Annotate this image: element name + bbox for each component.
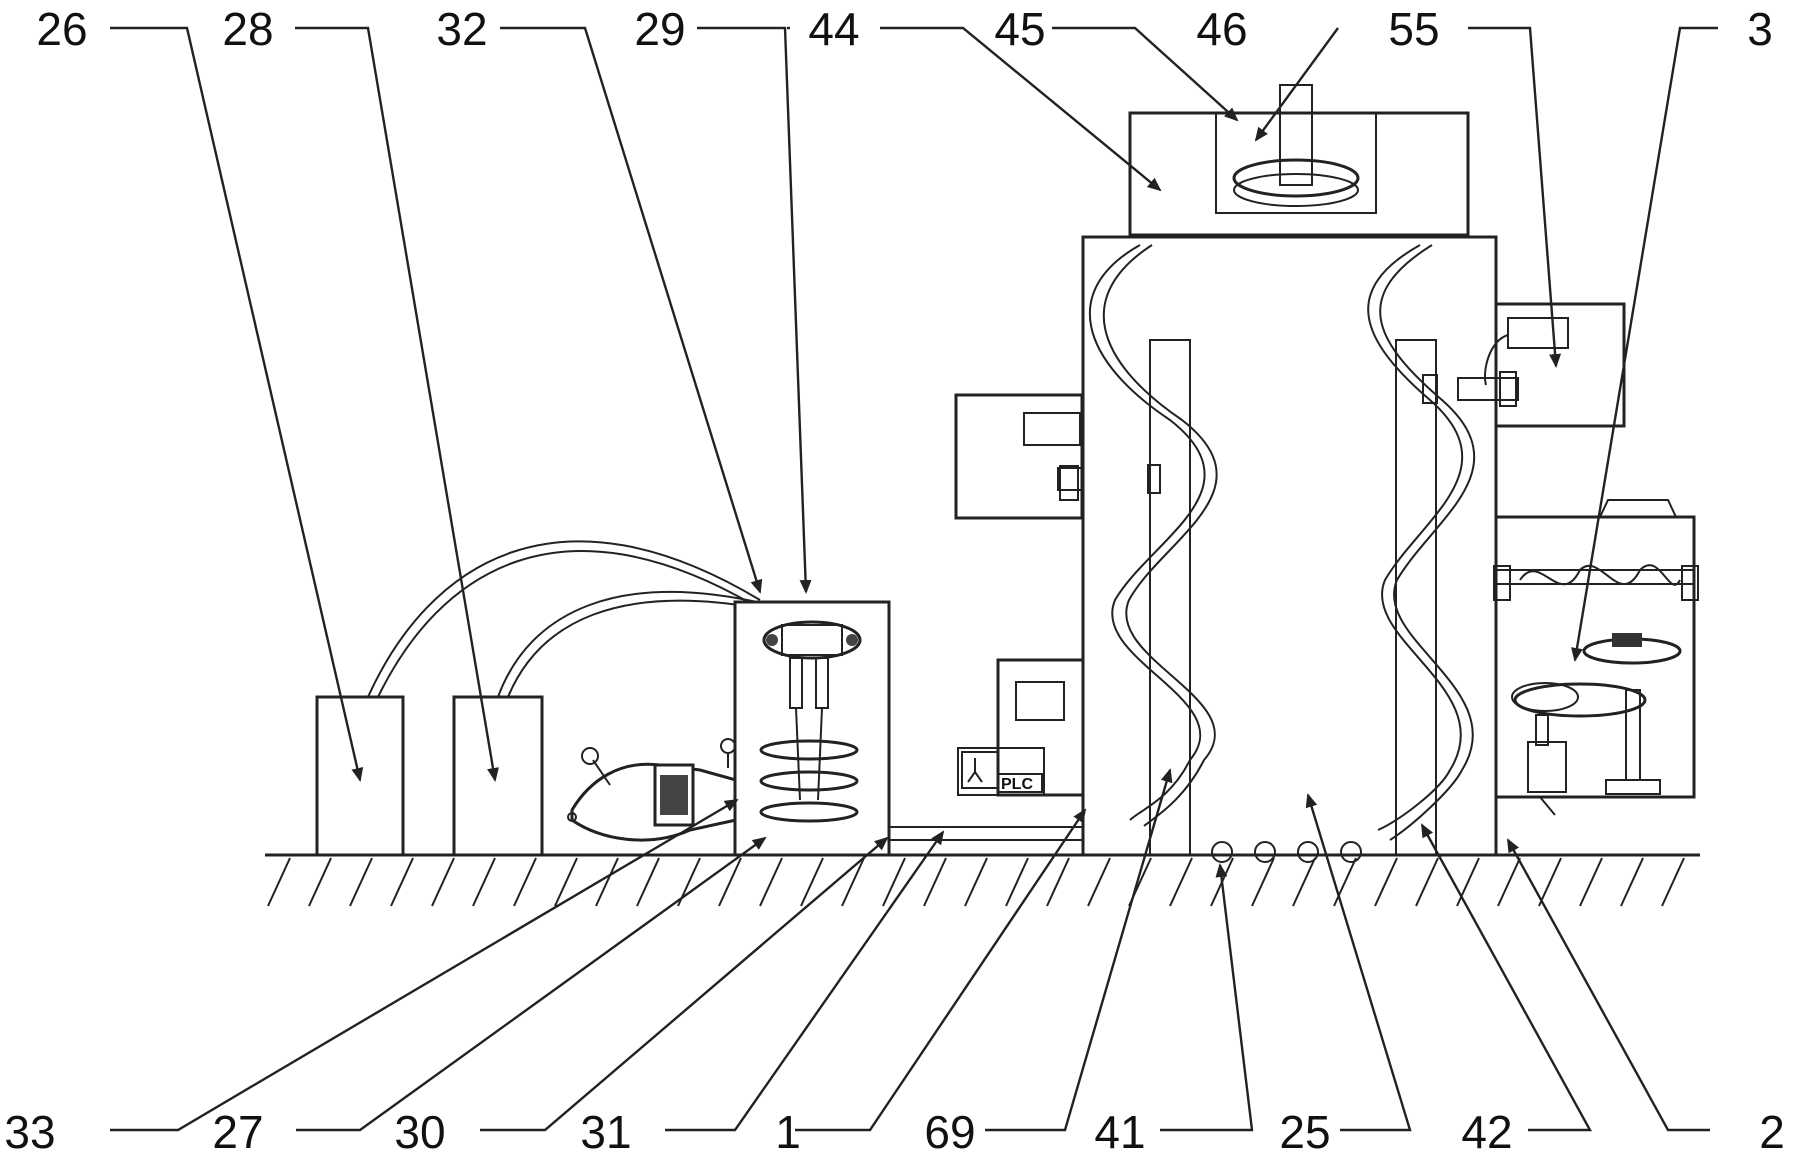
part-label-27: 27 bbox=[212, 1106, 263, 1155]
part-label-46: 46 bbox=[1196, 3, 1247, 55]
screw-unit-3 bbox=[1493, 499, 1699, 816]
tank-28 bbox=[452, 695, 544, 857]
part-label-1: 1 bbox=[775, 1106, 801, 1155]
top-motor-44 bbox=[1128, 84, 1470, 237]
part-label-41: 41 bbox=[1094, 1106, 1145, 1155]
part-label-3: 3 bbox=[1747, 3, 1773, 55]
part-label-55: 55 bbox=[1388, 3, 1439, 55]
part-label-25: 25 bbox=[1279, 1106, 1330, 1155]
part-label-32: 32 bbox=[436, 3, 487, 55]
part-label-33: 33 bbox=[4, 1106, 55, 1155]
part-label-44: 44 bbox=[808, 3, 859, 55]
part-label-28: 28 bbox=[222, 3, 273, 55]
bottom-labels: 33 27 30 31 1 69 41 25 42 2 bbox=[4, 1106, 1785, 1158]
part-label-26: 26 bbox=[36, 3, 87, 55]
pipe-31 bbox=[889, 826, 1083, 841]
part-label-30: 30 bbox=[394, 1106, 445, 1155]
pump-33 bbox=[567, 738, 738, 842]
part-label-29: 29 bbox=[634, 3, 685, 55]
tower-25 bbox=[1081, 235, 1498, 863]
top-labels: 26 28 32 29 44 45 46 55 3 bbox=[36, 3, 1772, 55]
part-label-69: 69 bbox=[924, 1106, 975, 1155]
mixer-tank-30 bbox=[733, 600, 891, 857]
part-label-45: 45 bbox=[994, 3, 1045, 55]
tank-26 bbox=[315, 695, 405, 857]
hoses bbox=[367, 540, 767, 698]
part-label-31: 31 bbox=[580, 1106, 631, 1155]
leader-lines-top bbox=[110, 26, 1718, 782]
ground bbox=[265, 853, 1700, 907]
plc-box-69: PLC bbox=[957, 658, 1085, 797]
part-label-42: 42 bbox=[1461, 1106, 1512, 1155]
part-label-2: 2 bbox=[1759, 1106, 1785, 1155]
plc-label: PLC bbox=[1001, 776, 1033, 793]
leader-lines-bottom bbox=[110, 768, 1710, 1132]
